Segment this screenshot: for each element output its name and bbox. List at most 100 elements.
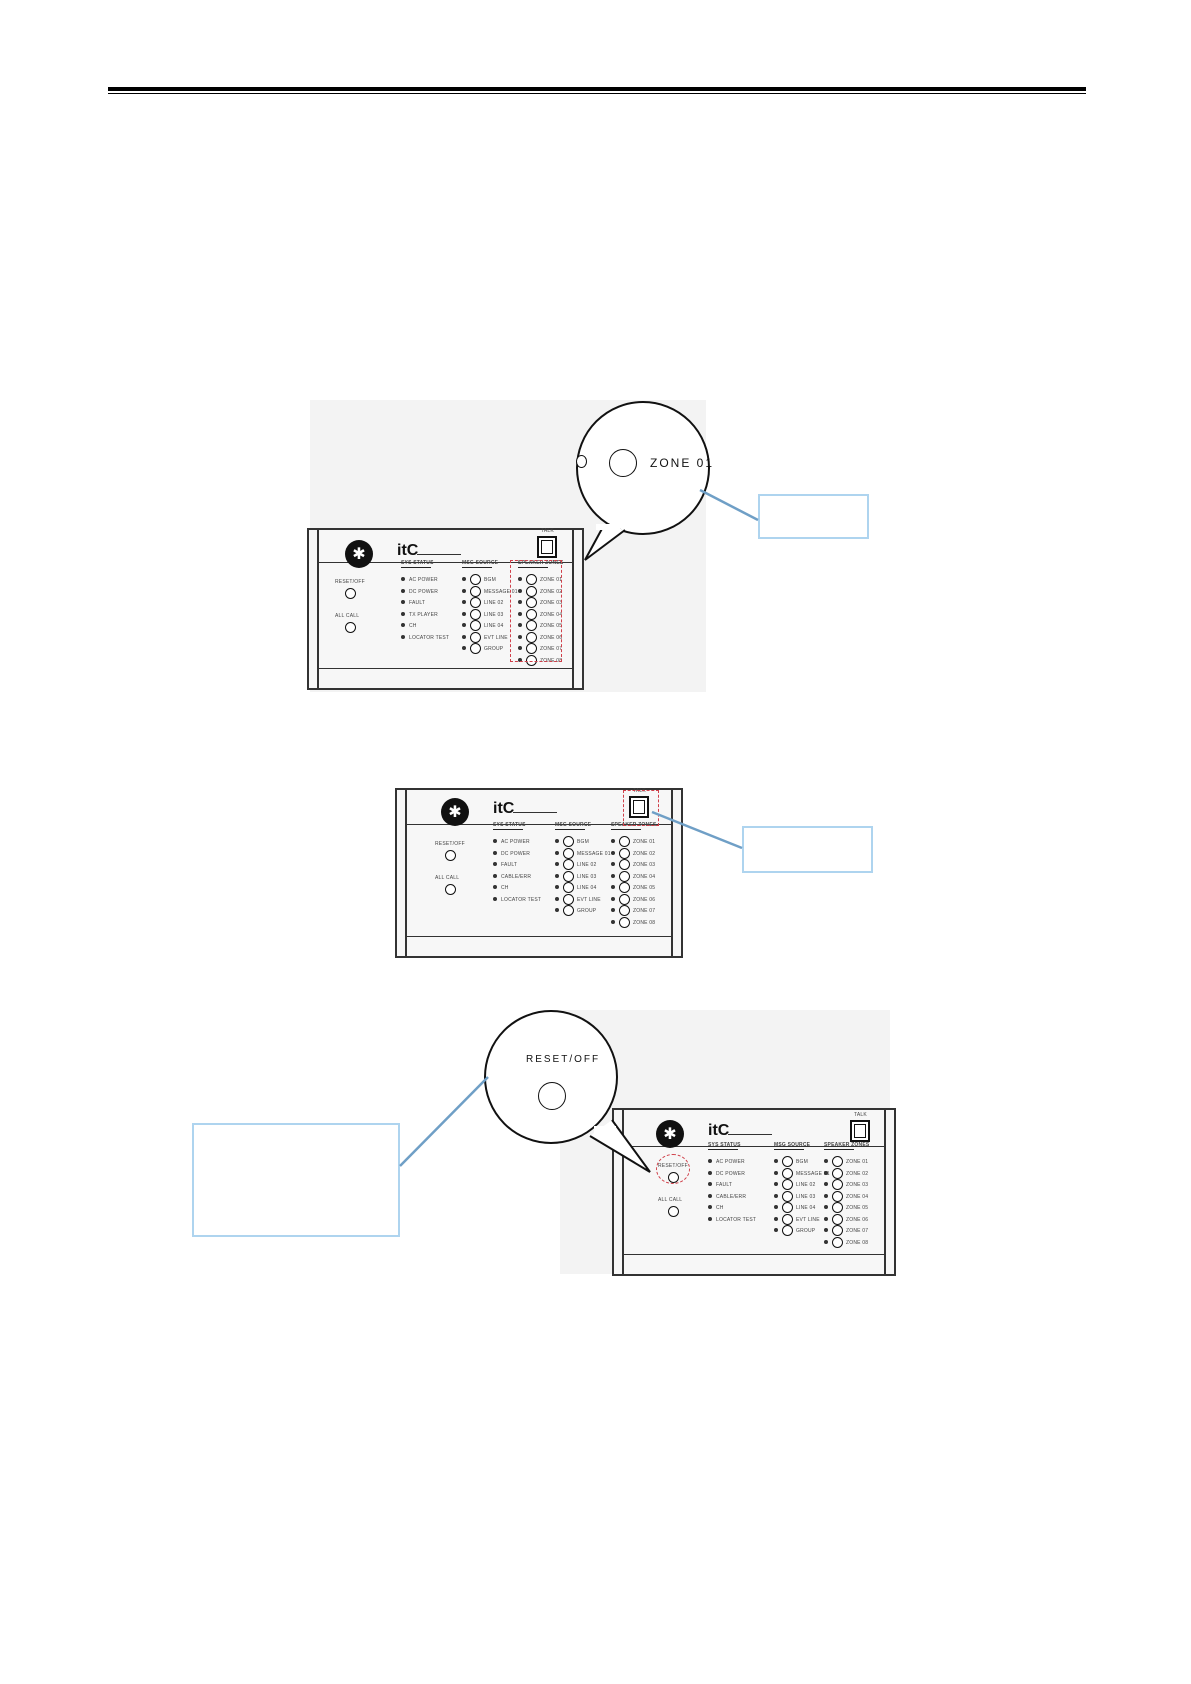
- magnifier-label-reset-off: RESET/OFF: [526, 1054, 601, 1065]
- item-button: [782, 1190, 793, 1202]
- status-led-icon: [555, 873, 559, 878]
- status-led-icon: [462, 634, 466, 639]
- item-button: [563, 905, 574, 916]
- item-button: [470, 608, 481, 620]
- status-led-icon: [493, 885, 497, 889]
- item-label: ZONE 06: [846, 1216, 869, 1223]
- column-header: SYS STATUS: [708, 1142, 741, 1148]
- item-button: [526, 631, 537, 643]
- item-button: [832, 1167, 843, 1179]
- status-led-icon: [824, 1228, 828, 1232]
- item-label: MESSAGE 01: [484, 588, 518, 595]
- item-label: ZONE 02: [846, 1170, 869, 1177]
- status-led-icon: [611, 862, 615, 866]
- brand-logo: itC: [397, 542, 419, 559]
- magnified-reset-button: [538, 1082, 566, 1110]
- column-header-rule: [774, 1149, 804, 1150]
- all-call-button: [668, 1206, 679, 1217]
- item-button: [832, 1236, 843, 1248]
- figure2-leader-line: [651, 810, 743, 850]
- zones-highlight-box: [510, 560, 562, 662]
- item-button: [832, 1213, 843, 1225]
- reset-off-button: [445, 850, 456, 861]
- status-led-icon: [824, 1182, 828, 1186]
- column-header: SYS STATUS: [401, 560, 434, 566]
- item-button: [782, 1213, 793, 1225]
- item-label: DC POWER: [716, 1170, 746, 1177]
- status-led-icon: [518, 634, 522, 639]
- item-button: [619, 916, 630, 928]
- item-button: [563, 836, 574, 847]
- item-button: [526, 585, 537, 597]
- item-button: [563, 893, 574, 905]
- left-button-label: RESET/OFF: [435, 841, 465, 847]
- item-label: ZONE 04: [633, 873, 656, 880]
- item-label: EVT LINE: [577, 896, 601, 903]
- magnified-zone-button: [609, 449, 637, 477]
- status-led-icon: [462, 588, 466, 593]
- item-label: ZONE 08: [633, 919, 656, 926]
- item-label: LOCATOR TEST: [716, 1216, 757, 1223]
- item-label: TX PLAYER: [409, 611, 438, 618]
- gear-knob-icon: [441, 798, 469, 826]
- column-header: MSG SOURCE: [555, 822, 592, 828]
- status-led-icon: [774, 1228, 778, 1232]
- talk-highlight-box: [623, 790, 659, 826]
- status-led-icon: [493, 850, 497, 855]
- status-led-icon: [518, 611, 522, 616]
- side-strip-right: [572, 530, 574, 688]
- status-led-icon: [824, 1159, 828, 1163]
- all-call-button: [345, 622, 356, 633]
- item-button: [832, 1179, 843, 1190]
- left-button-label: ALL CALL: [658, 1197, 683, 1203]
- status-led-icon: [774, 1216, 778, 1221]
- item-label: ZONE 01: [846, 1159, 869, 1165]
- status-led-icon: [493, 873, 497, 878]
- item-button: [526, 597, 537, 608]
- figure1-magnifier: ZONE 01: [576, 401, 712, 535]
- item-button: [619, 859, 630, 870]
- item-button: [470, 620, 481, 631]
- item-label: FAULT: [501, 862, 518, 868]
- status-led-icon: [518, 600, 522, 604]
- status-led-icon: [555, 896, 559, 901]
- figure2-callout-box: [742, 826, 873, 873]
- item-label: ZONE 02: [540, 588, 563, 595]
- talk-button: [537, 536, 557, 558]
- item-label: ZONE 07: [540, 646, 563, 652]
- status-led-icon: [401, 577, 405, 581]
- status-led-icon: [708, 1205, 712, 1209]
- figure1-magnifier-tail: [584, 524, 626, 561]
- figure3-magnifier: RESET/OFF: [484, 1010, 618, 1144]
- gear-knob-icon: [656, 1120, 684, 1148]
- item-button: [619, 836, 630, 847]
- item-label: AC POWER: [716, 1159, 745, 1165]
- status-led-icon: [401, 600, 405, 604]
- status-led-icon: [555, 885, 559, 889]
- item-label: ZONE 08: [846, 1239, 869, 1246]
- item-label: ZONE 02: [633, 850, 656, 857]
- figure3-callout-box: [192, 1123, 400, 1237]
- status-led-icon: [708, 1159, 712, 1163]
- status-led-icon: [611, 908, 615, 912]
- header-divider: [317, 562, 574, 563]
- item-button: [619, 893, 630, 905]
- side-strip-left: [405, 790, 407, 956]
- talk-button: [629, 796, 649, 818]
- status-led-icon: [518, 646, 522, 650]
- brand-logo: itC: [708, 1122, 730, 1139]
- item-label: LINE 02: [484, 600, 504, 606]
- footer-divider: [317, 668, 574, 669]
- footer-divider: [622, 1254, 886, 1255]
- header-divider: [622, 1146, 886, 1147]
- status-led-icon: [555, 862, 559, 866]
- item-label: DC POWER: [501, 850, 531, 857]
- item-label: CH: [409, 623, 417, 629]
- header-rule-thick: [108, 87, 1086, 91]
- figure3-tail-gap: [594, 1126, 616, 1136]
- column-header-rule: [708, 1149, 738, 1150]
- status-led-icon: [824, 1170, 828, 1175]
- status-led-icon: [774, 1182, 778, 1186]
